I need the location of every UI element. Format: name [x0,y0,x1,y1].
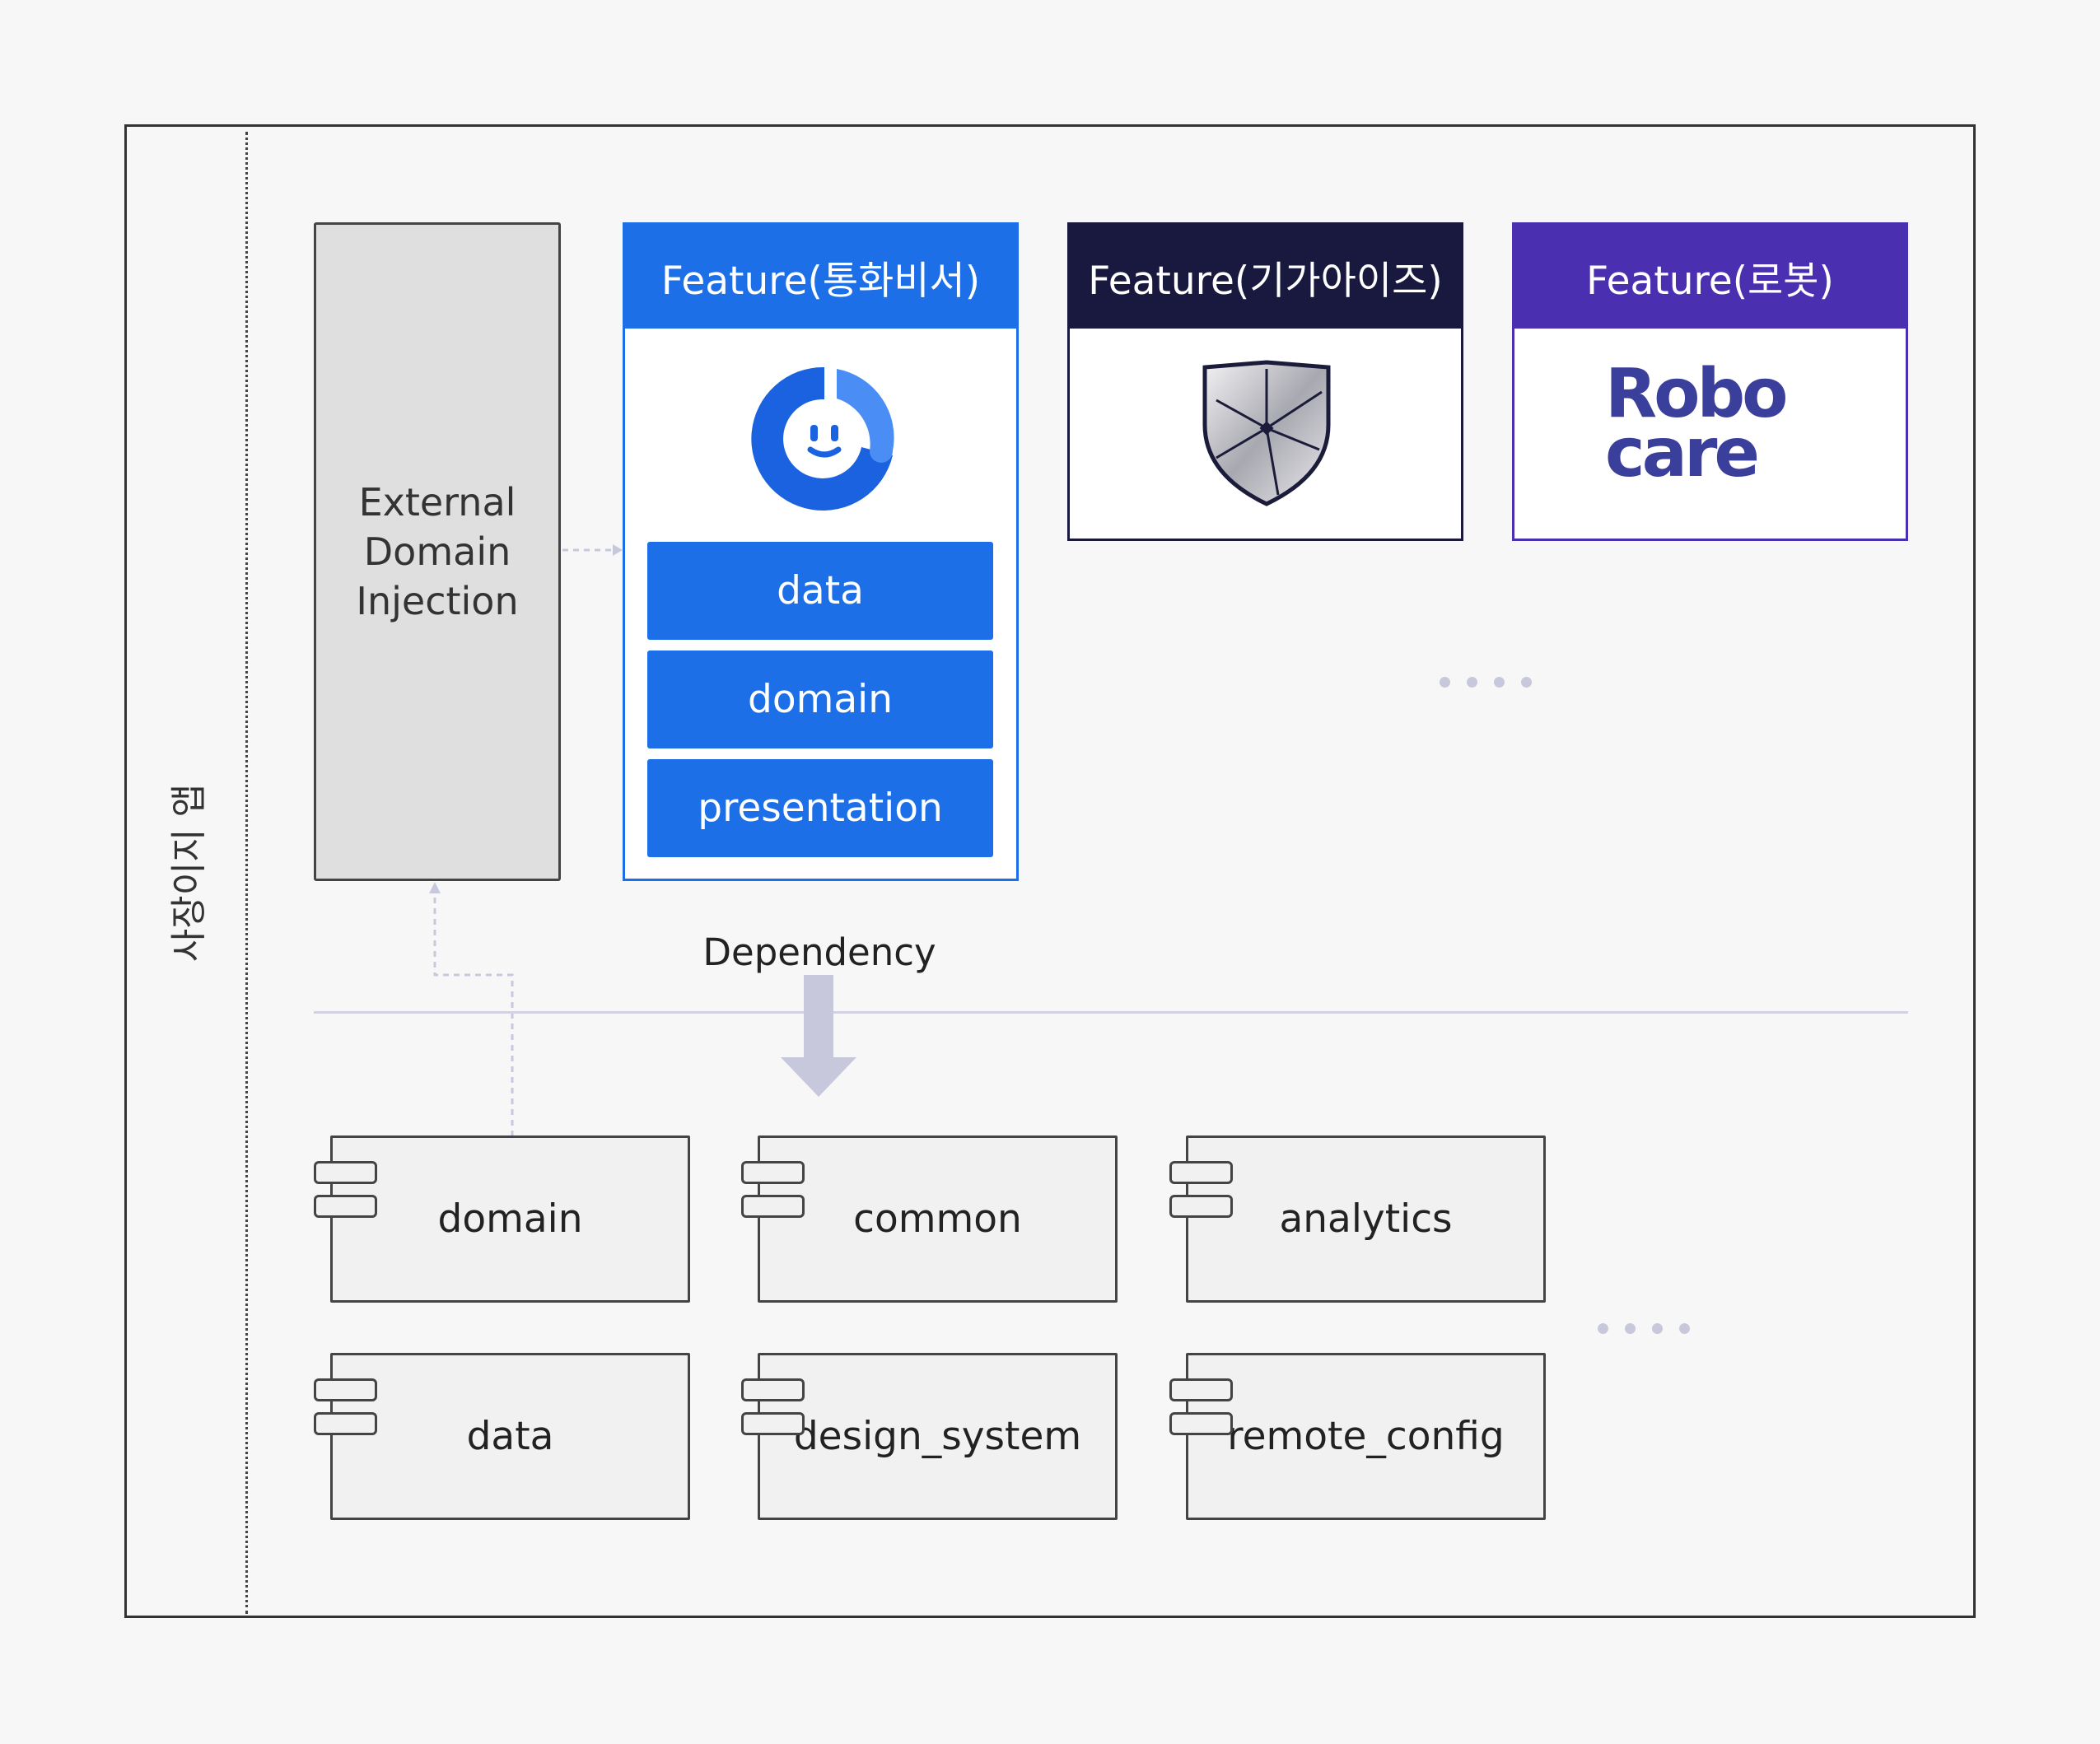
more-features-ellipsis [1440,677,1532,688]
module-design-system: design_system [758,1353,1118,1520]
layer-divider [314,1011,1908,1014]
call-assistant-logo-icon [751,366,894,511]
dependency-label: Dependency [702,930,936,974]
app-frame [124,124,1976,1618]
feature-gigaeyes-title: Feature(기가아이즈) [1070,225,1461,329]
external-domain-label: External Domain Injection [356,480,519,623]
module-domain: domain [330,1135,690,1303]
dependency-arrow-icon [781,975,856,1097]
module-tab [314,1161,377,1184]
module-common: common [758,1135,1118,1303]
feature-call-assistant-title: Feature(통화비서) [625,225,1016,329]
module-tab [741,1378,805,1401]
module-tab [741,1195,805,1218]
module-tab [1169,1195,1233,1218]
feature-layer-presentation: presentation [647,759,993,857]
shield-camera-logo-icon [1202,360,1331,506]
feature-layer-data: data [647,542,993,640]
module-tab [1169,1412,1233,1435]
module-tab [314,1412,377,1435]
module-tab [314,1195,377,1218]
module-tab [1169,1378,1233,1401]
module-tab [1169,1161,1233,1184]
robocare-logo: Robo care [1605,355,1789,492]
more-modules-ellipsis [1598,1323,1690,1334]
external-domain-injection-box: External Domain Injection [314,222,561,881]
module-tab [741,1161,805,1184]
feature-gigaeyes: Feature(기가아이즈) [1067,222,1463,541]
module-remote-config: remote_config [1186,1353,1546,1520]
feature-robot-title: Feature(로봇) [1514,225,1906,329]
module-data: data [330,1353,690,1520]
module-analytics: analytics [1186,1135,1546,1303]
feature-layer-domain: domain [647,651,993,748]
app-boundary-line [245,132,248,1614]
module-tab [741,1412,805,1435]
module-tab [314,1378,377,1401]
feature-robot: Feature(로봇) Robo care [1512,222,1908,541]
